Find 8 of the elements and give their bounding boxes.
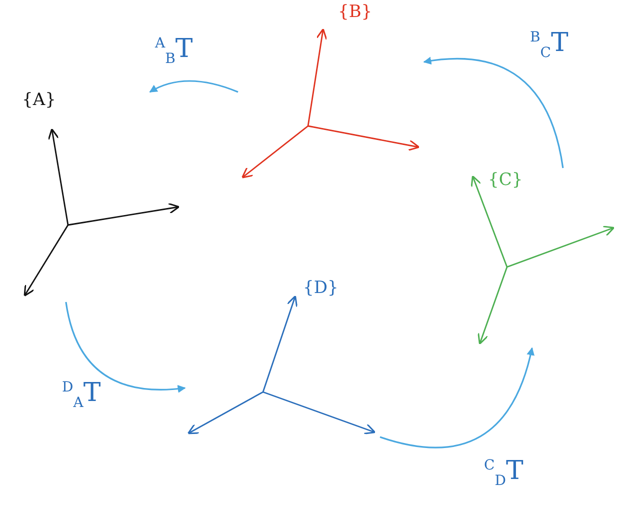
curved-arrow [423,57,564,168]
frame-label: {C} [488,170,523,190]
frame-label: {D} [303,278,338,298]
frame-label: {B} [338,2,372,22]
curved-arrow [149,80,238,93]
frame-label: {A} [22,90,56,110]
curved-arrow [65,302,186,393]
curved-arrow [380,347,534,448]
